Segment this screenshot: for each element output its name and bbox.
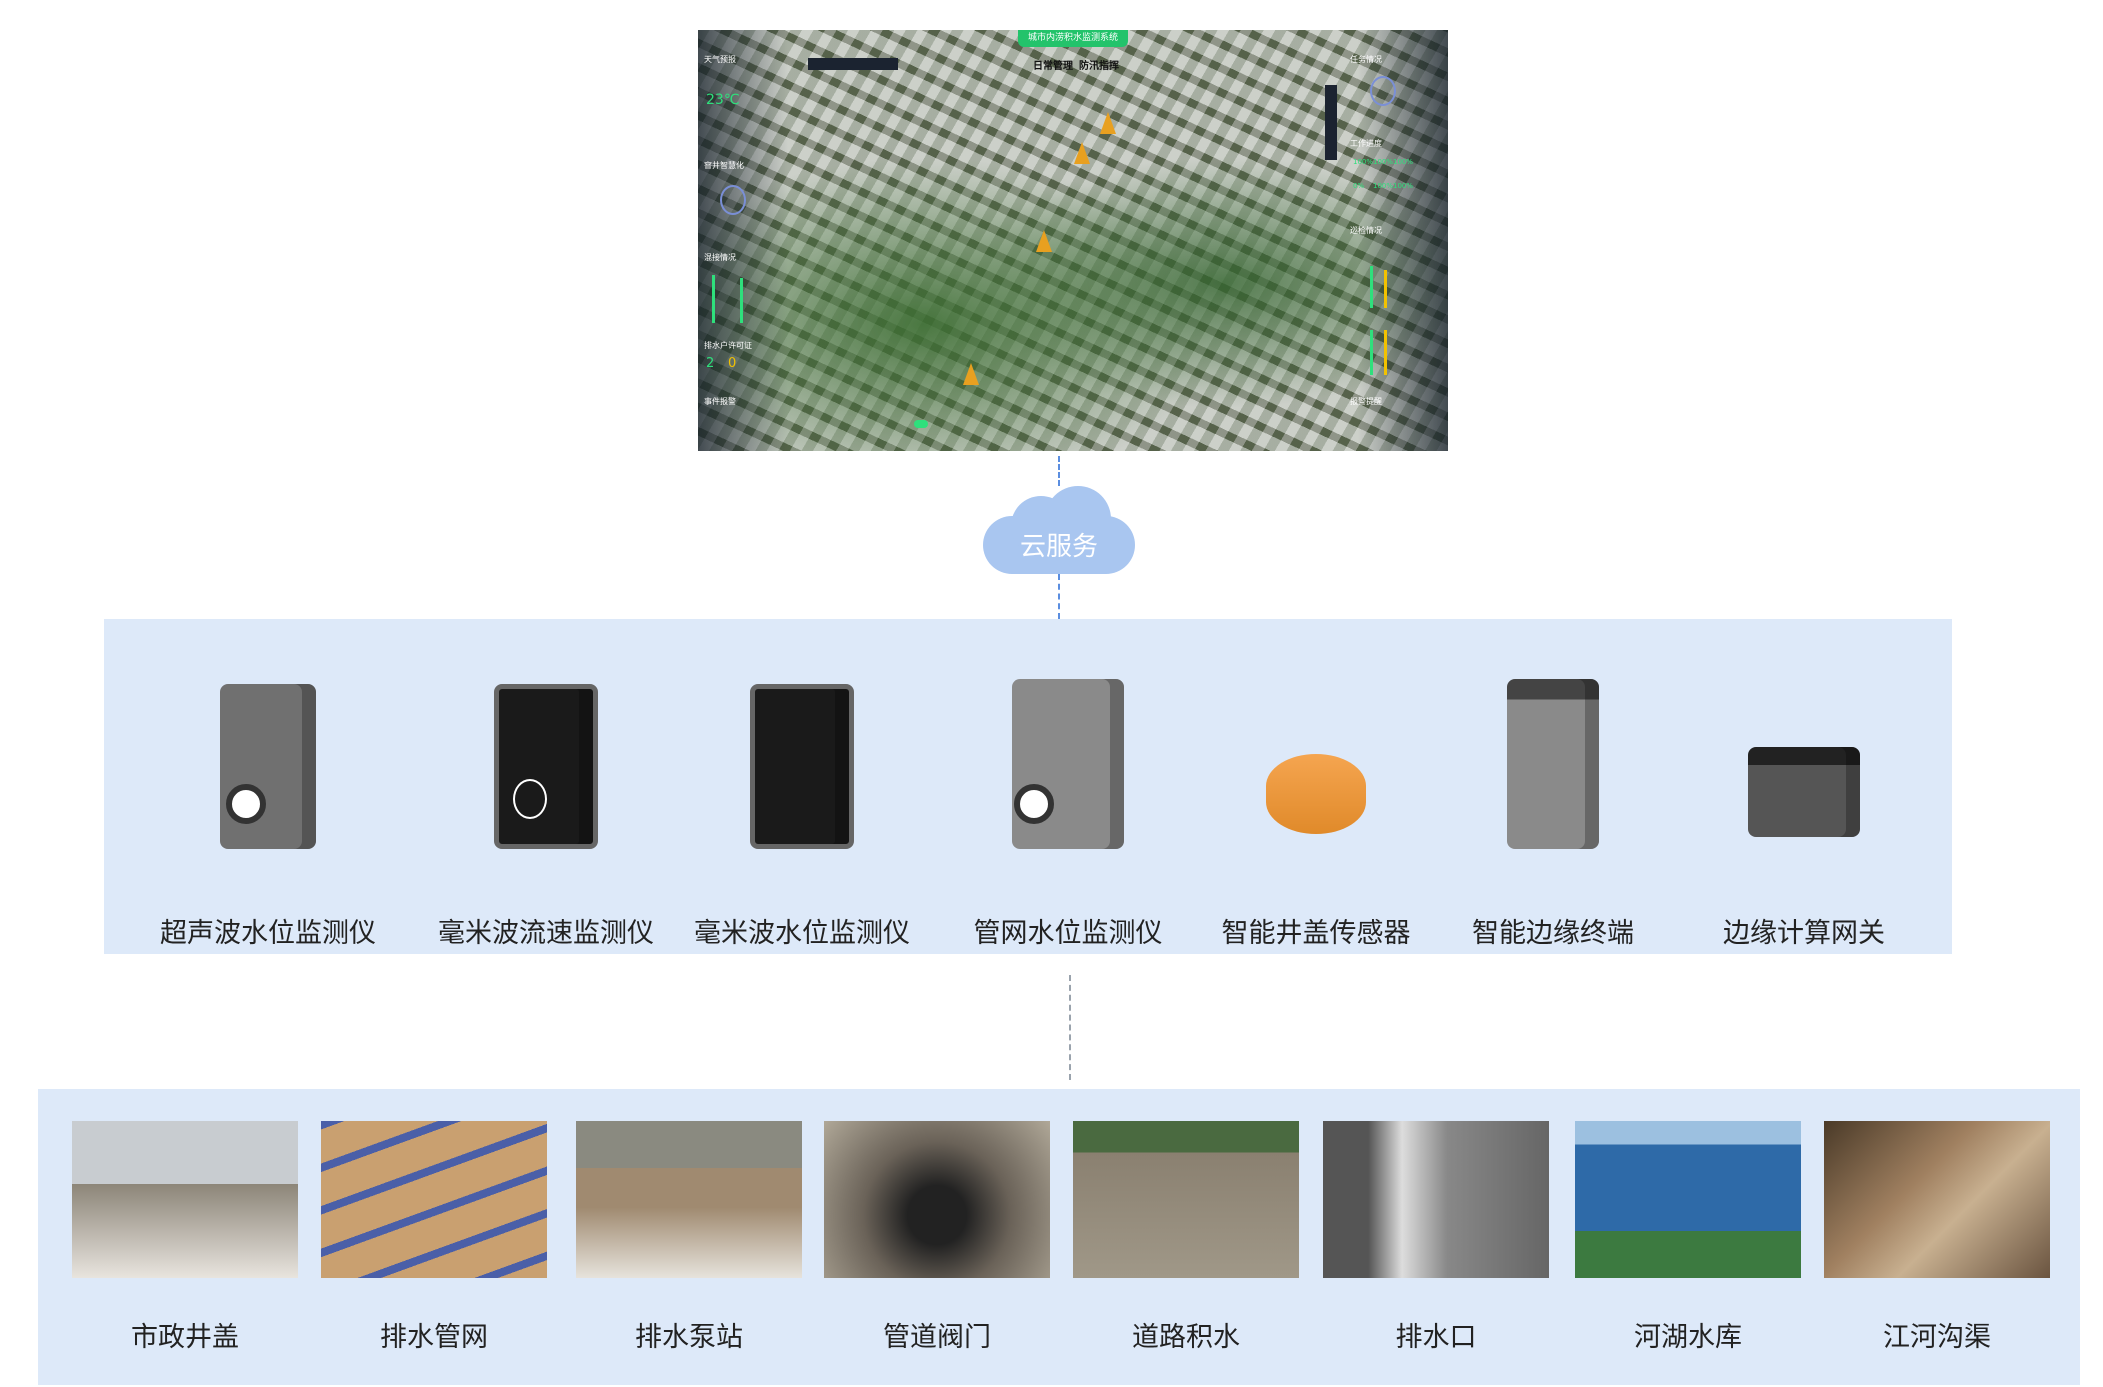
dashboard-nav: 日常管理防汛指挥 [1033, 57, 1125, 72]
device-label: 智能井盖传感器 [1221, 918, 1411, 949]
tasks-ring-chart [1370, 76, 1396, 106]
scene-label: 市政井盖 [131, 1322, 239, 1353]
scene-photo [1073, 1121, 1299, 1278]
cloud-service-label: 云服务 [1019, 532, 1098, 562]
inspection-bar [1370, 266, 1373, 308]
scene-pipe-valve: 管道阀门 [824, 1121, 1050, 1354]
scene-label: 排水泵站 [635, 1322, 743, 1353]
scene-outfall: 排水口 [1323, 1121, 1549, 1354]
device-edge-gateway: 边缘计算网关 [1684, 659, 1924, 949]
connector-line [1069, 975, 1071, 1080]
map-marker-icon[interactable] [1036, 230, 1052, 252]
device-ultrasonic: 超声波水位监测仪 [148, 659, 388, 949]
scene-label: 排水管网 [380, 1322, 488, 1353]
scenario-panel: 市政井盖 排水管网 排水泵站 管道阀门 道路积水 排水口 河湖水库 江河沟渠 [38, 1089, 2080, 1385]
scene-label: 管道阀门 [883, 1322, 991, 1353]
mixed-bar [740, 278, 743, 323]
connector-line [1058, 456, 1060, 486]
nav-flood[interactable]: 防汛指挥 [1079, 61, 1119, 72]
dashboard-search[interactable] [808, 58, 898, 70]
edge-terminal-icon [1507, 679, 1599, 849]
manhole-sensor-icon [1266, 754, 1366, 834]
map-marker-icon[interactable] [1074, 142, 1090, 164]
map-marker-icon[interactable] [963, 363, 979, 385]
device-edge-terminal: 智能边缘终端 [1433, 659, 1673, 949]
monitoring-dashboard-screenshot: 城市内涝积水监测系统 日常管理防汛指挥 天气预报 23℃ 窨井智慧化 混接情况 … [698, 30, 1448, 451]
mixed-bar [712, 275, 715, 323]
scene-photo [1824, 1121, 2050, 1278]
inspection-bar [1384, 270, 1387, 308]
dashboard-title: 城市内涝积水监测系统 [1018, 30, 1128, 47]
progress-value: 100% [1373, 158, 1394, 166]
panel-weather: 天气预报 [704, 55, 736, 64]
progress-value: 100% [1393, 182, 1414, 190]
panel-progress: 工作进度 [1350, 139, 1382, 148]
scene-photo [72, 1121, 298, 1278]
device-pipe-level: 管网水位监测仪 [948, 659, 1188, 949]
panel-manhole: 窨井智慧化 [704, 161, 744, 170]
scene-river-channel: 江河沟渠 [1824, 1121, 2050, 1354]
scene-label: 道路积水 [1132, 1322, 1240, 1353]
inspection-bar [1370, 330, 1373, 375]
panel-tasks: 任务情况 [1350, 55, 1382, 64]
scene-photo [321, 1121, 547, 1278]
progress-value: 100% [1373, 182, 1394, 190]
scene-label: 江河沟渠 [1883, 1322, 1991, 1353]
panel-alarms: 报警提醒 [1350, 397, 1382, 406]
map-marker-icon[interactable] [1100, 112, 1116, 134]
scene-pump-station: 排水泵站 [576, 1121, 802, 1354]
panel-mixed: 混接情况 [704, 253, 736, 262]
progress-value: 0% [1353, 182, 1365, 190]
mmwave-flow-sensor-icon [494, 684, 598, 849]
progress-value: 100% [1393, 158, 1414, 166]
panel-inspection: 巡检情况 [1350, 226, 1382, 235]
device-label: 毫米波流速监测仪 [438, 918, 654, 949]
cloud-service: 云服务 [983, 486, 1135, 574]
connector-line [1058, 574, 1060, 619]
device-mmwave-flow: 毫米波流速监测仪 [426, 659, 666, 949]
device-mmwave-level: 毫米波水位监测仪 [682, 659, 922, 949]
device-label: 毫米波水位监测仪 [694, 918, 910, 949]
scene-label: 排水口 [1395, 1322, 1477, 1353]
scene-photo [824, 1121, 1050, 1278]
dashboard-left-sidebar [698, 30, 788, 451]
layer-toggle[interactable] [914, 420, 928, 428]
manhole-ring-chart [720, 185, 746, 215]
scene-photo [576, 1121, 802, 1278]
pipe-level-sensor-icon [1012, 679, 1124, 849]
inspection-bar [1384, 330, 1387, 375]
device-label: 管网水位监测仪 [973, 918, 1163, 949]
scene-manhole: 市政井盖 [72, 1121, 298, 1354]
dashboard-toolbar[interactable] [1325, 85, 1337, 160]
ultrasonic-sensor-icon [220, 684, 316, 849]
scene-lake-reservoir: 河湖水库 [1575, 1121, 1801, 1354]
permit-count: 0 [728, 356, 737, 371]
panel-permit: 排水户许可证 [704, 341, 752, 350]
scene-photo [1575, 1121, 1801, 1278]
temperature: 23℃ [706, 92, 740, 108]
device-label: 智能边缘终端 [1472, 918, 1634, 949]
scene-pipe-network: 排水管网 [321, 1121, 547, 1354]
device-panel: 超声波水位监测仪 毫米波流速监测仪 毫米波水位监测仪 管网水位监测仪 智能井盖传… [104, 619, 1952, 954]
device-label: 边缘计算网关 [1723, 918, 1885, 949]
nav-daily[interactable]: 日常管理 [1033, 61, 1073, 72]
permit-count: 2 [706, 356, 715, 371]
scene-photo [1323, 1121, 1549, 1278]
scene-road-water: 道路积水 [1073, 1121, 1299, 1354]
edge-gateway-icon [1748, 747, 1860, 837]
progress-value: 100% [1353, 158, 1374, 166]
mmwave-level-sensor-icon [750, 684, 854, 849]
device-label: 超声波水位监测仪 [160, 918, 376, 949]
panel-events: 事件报警 [704, 397, 736, 406]
scene-label: 河湖水库 [1634, 1322, 1742, 1353]
device-manhole: 智能井盖传感器 [1196, 659, 1436, 949]
